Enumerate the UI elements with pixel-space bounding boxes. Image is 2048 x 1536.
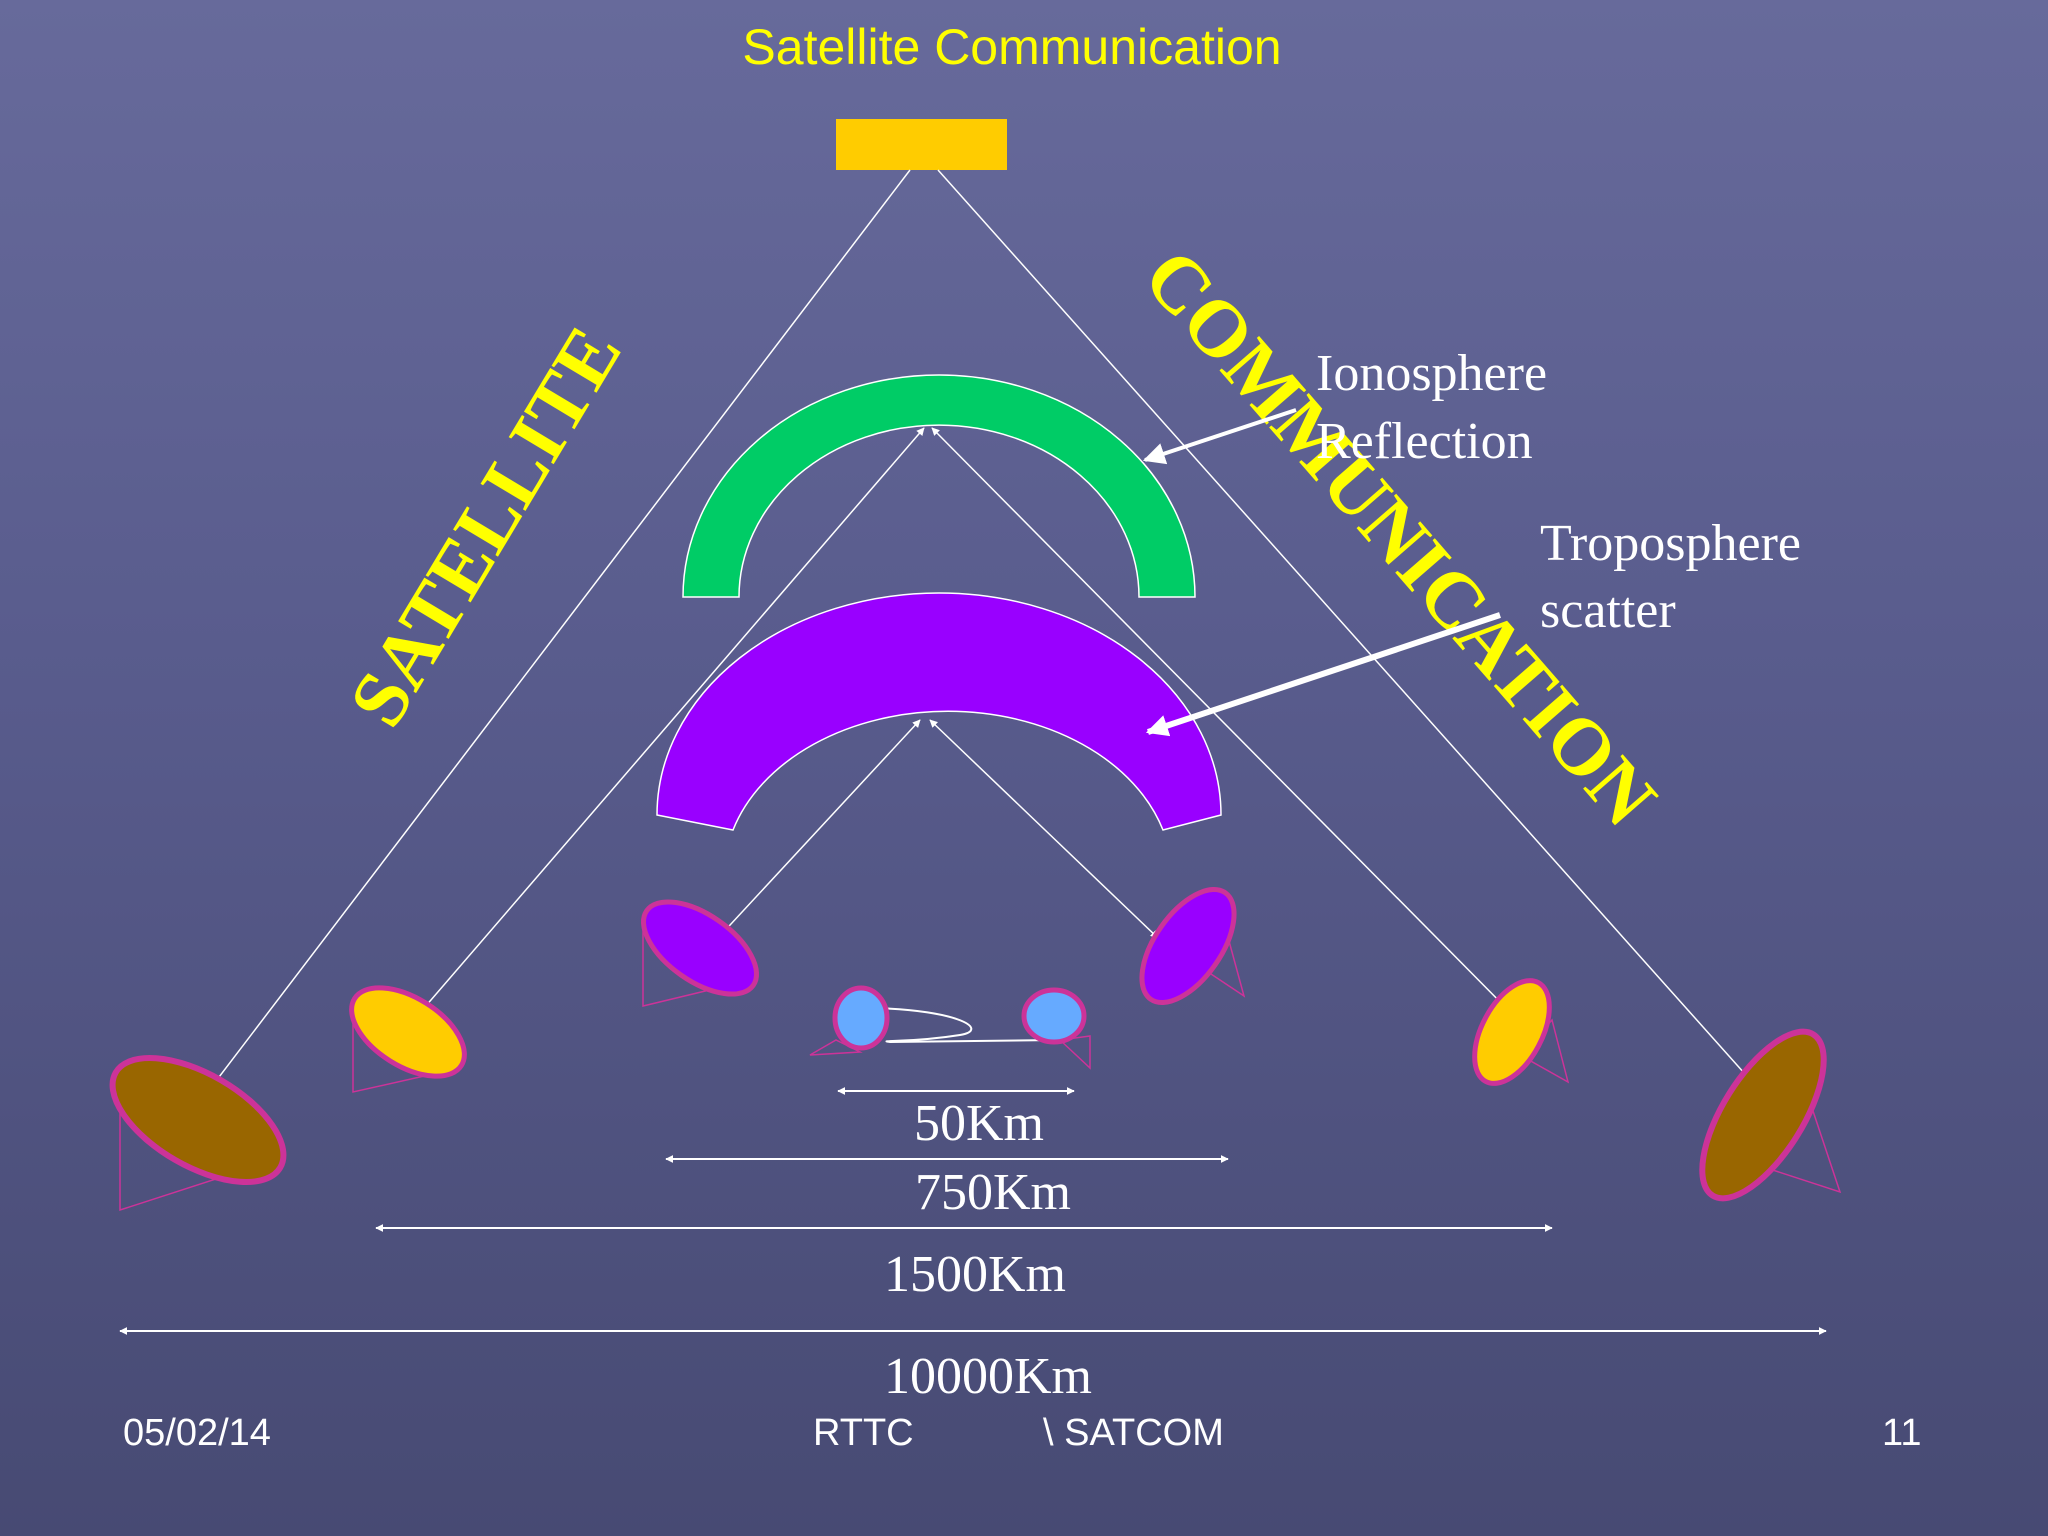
dish-medium-right [1472, 978, 1570, 1086]
distance-label-1500km: 1500Km [884, 1246, 1066, 1303]
troposphere-pointer [1145, 612, 1501, 737]
satellite [836, 119, 1007, 170]
footer-section: \ SATCOM [1043, 1412, 1224, 1454]
ionosphere-label-line1: Ionosphere [1316, 345, 1547, 402]
ionosphere-label-line2: Reflection [1316, 413, 1533, 470]
dish-large-left [109, 1055, 287, 1212]
dish-tiny-right [1021, 987, 1091, 1070]
ionosphere-path-right [931, 427, 1521, 1023]
footer-date: 05/02/14 [123, 1412, 271, 1454]
distance-label-10000km: 10000Km [884, 1348, 1092, 1405]
distance-label-50km: 50Km [914, 1095, 1044, 1152]
ionosphere-layer [682, 374, 1196, 598]
dish-large-right [1699, 1028, 1842, 1202]
dish-small-right [1139, 886, 1246, 1006]
label-satellite: SATELLITE [333, 312, 639, 741]
troposphere-label-line1: Troposphere [1540, 515, 1801, 572]
ionosphere-path-left [411, 427, 925, 1023]
dish-small-left [640, 899, 760, 1007]
slide-title: Satellite Communication [742, 19, 1282, 75]
footer-page-number: 11 [1882, 1412, 1922, 1454]
footer-organization: RTTC [813, 1412, 914, 1454]
troposphere-layer [656, 592, 1222, 831]
ionosphere-pointer [1142, 408, 1297, 465]
dish-tiny-left [809, 985, 890, 1056]
troposphere-path-right [929, 719, 1159, 939]
line-of-sight-path [872, 1007, 1059, 1044]
troposphere-path-left [717, 719, 921, 939]
ionosphere-paths [411, 427, 1521, 1023]
distance-label-750km: 750Km [915, 1164, 1071, 1221]
troposphere-paths [717, 719, 1159, 939]
dish-medium-left [349, 985, 467, 1093]
troposphere-label-line2: scatter [1540, 582, 1676, 639]
